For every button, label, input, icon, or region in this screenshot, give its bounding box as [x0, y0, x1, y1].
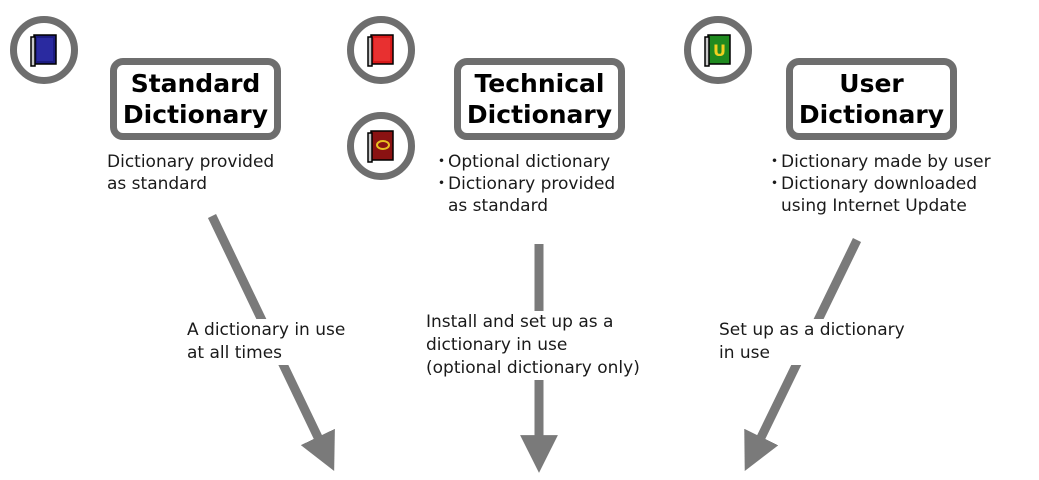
standard-title-line2: Dictionary [122, 100, 269, 129]
technical-title-line2: Dictionary [466, 100, 613, 129]
standard-dictionary-icon-badge [10, 16, 78, 84]
bullet-mark: ・ [766, 174, 783, 194]
technical-desc-item2-line2: as standard [448, 196, 549, 216]
red-book-icon [367, 33, 394, 67]
technical-title-line1: Technical [474, 69, 605, 98]
technical-desc-item2-line1: Dictionary provided [448, 174, 616, 194]
technical-dictionary-icon-badge-top [347, 16, 415, 84]
user-title-line2: Dictionary [798, 100, 945, 129]
user-dictionary-icon-badge: U [684, 16, 752, 84]
bullet-mark: ・ [766, 152, 783, 172]
technical-desc-item1: ・ Optional dictionary [433, 151, 615, 173]
user-flow-label: Set up as a dictionary in use [717, 319, 907, 365]
standard-flow-line2: at all times [187, 343, 283, 363]
technical-desc-item2: ・ Dictionary provided as standard [433, 173, 615, 217]
user-dictionary-title: User Dictionary [786, 58, 957, 140]
technical-description: ・ Optional dictionary ・ Dictionary provi… [433, 151, 615, 217]
dark-red-book-icon [367, 129, 394, 163]
user-flow-line1: Set up as a dictionary [719, 320, 905, 340]
bullet-mark: ・ [433, 152, 450, 172]
user-description: ・ Dictionary made by user ・ Dictionary d… [766, 151, 991, 217]
technical-desc-item1-text: Optional dictionary [448, 152, 611, 172]
standard-description: Dictionary provided as standard [107, 151, 274, 195]
user-desc-item2: ・ Dictionary downloaded using Internet U… [766, 173, 991, 217]
standard-flow-line1: A dictionary in use [187, 320, 346, 340]
technical-dictionary-title: Technical Dictionary [454, 58, 625, 140]
technical-flow-line3: (optional dictionary only) [426, 358, 640, 378]
blue-book-icon [30, 33, 57, 67]
user-flow-line2: in use [719, 343, 770, 363]
technical-flow-line2: dictionary in use [426, 335, 568, 355]
standard-dictionary-title: Standard Dictionary [110, 58, 281, 140]
user-desc-item1: ・ Dictionary made by user [766, 151, 991, 173]
standard-desc-line2: as standard [107, 174, 208, 194]
green-u-book-icon: U [704, 33, 731, 67]
technical-flow-label: Install and set up as a dictionary in us… [424, 311, 642, 380]
technical-flow-line1: Install and set up as a [426, 312, 614, 332]
user-desc-item1-text: Dictionary made by user [781, 152, 991, 172]
user-title-line1: User [839, 69, 904, 98]
bullet-mark: ・ [433, 174, 450, 194]
standard-desc-line1: Dictionary provided [107, 152, 275, 172]
technical-dictionary-icon-badge-bottom [347, 112, 415, 180]
standard-title-line1: Standard [130, 69, 261, 98]
standard-flow-label: A dictionary in use at all times [185, 319, 348, 365]
user-desc-item2-line1: Dictionary downloaded [781, 174, 978, 194]
user-desc-item2-line2: using Internet Update [781, 196, 967, 216]
user-icon-letter: U [713, 41, 726, 60]
